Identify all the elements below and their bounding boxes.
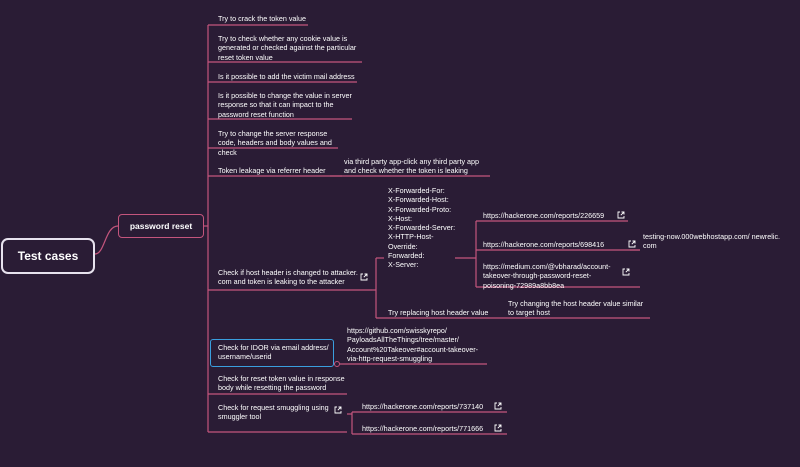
topic-crack-token[interactable]: Try to crack the token value (218, 14, 307, 23)
root-label: Test cases (17, 249, 79, 263)
header-x-forwarded-for: X-Forwarded-For: (388, 186, 445, 195)
external-link-icon[interactable] (494, 402, 502, 410)
header-x-server: X-Server: (388, 260, 419, 270)
topic-cookie-value[interactable]: Try to check whether any cookie value is… (218, 34, 357, 62)
referrer-third-party[interactable]: via third party app-click any third part… (344, 157, 480, 176)
header-x-http-host-override: X-HTTP-Host-Override: (388, 232, 434, 251)
topic-host-header[interactable]: Check if host header is changed to attac… (218, 268, 358, 287)
topic-referrer-leakage[interactable]: Token leakage via referrer header (218, 166, 326, 175)
replace-host-header[interactable]: Try replacing host header value (388, 308, 489, 317)
topic-idor[interactable]: Check for IDOR via email address/ userna… (218, 343, 329, 362)
report-note-webhost[interactable]: testing-now.000webhostapp.com/ newrelic.… (643, 232, 781, 251)
root-node[interactable]: Test cases (1, 238, 95, 274)
external-link-icon[interactable] (334, 406, 342, 414)
topic-request-smuggling[interactable]: Check for request smuggling using smuggl… (218, 403, 329, 422)
header-x-forwarded-proto: X-Forwarded-Proto: (388, 204, 452, 214)
external-link-icon[interactable] (617, 211, 625, 219)
branch-password-reset[interactable]: password reset (118, 214, 204, 238)
report-link-737140[interactable]: https://hackerone.com/reports/737140 (362, 402, 484, 411)
header-forwarded: Forwarded: (388, 251, 425, 261)
report-link-698416[interactable]: https://hackerone.com/reports/698416 (483, 240, 605, 249)
header-x-host: X-Host: (388, 213, 412, 223)
branch-label: password reset (129, 221, 193, 231)
topic-victim-mail[interactable]: Is it possible to add the victim mail ad… (218, 72, 355, 81)
topic-server-response[interactable]: Is it possible to change the value in se… (218, 91, 352, 119)
selected-node-outline (210, 339, 334, 367)
external-link-icon[interactable] (494, 424, 502, 432)
topic-token-in-response[interactable]: Check for reset token value in response … (218, 374, 345, 393)
header-x-forwarded-server: X-Forwarded-Server: (388, 223, 456, 233)
host-header-list[interactable]: X-Forwarded-For: X-Forwarded-Host: X-For… (388, 186, 456, 270)
idor-smuggling-link[interactable]: https://github.com/swisskyrepo/ Payloads… (347, 326, 479, 363)
external-link-icon[interactable] (360, 273, 368, 281)
external-link-icon[interactable] (622, 268, 630, 276)
header-x-forwarded-host: X-Forwarded-Host: (388, 195, 449, 205)
replace-host-similar[interactable]: Try changing the host header value simil… (508, 299, 644, 318)
topic-response-code[interactable]: Try to change the server response code, … (218, 129, 332, 157)
report-link-226659[interactable]: https://hackerone.com/reports/226659 (483, 211, 605, 220)
report-link-771666[interactable]: https://hackerone.com/reports/771666 (362, 424, 484, 433)
external-link-icon[interactable] (628, 240, 636, 248)
report-link-medium[interactable]: https://medium.com/@vbharad/account-take… (483, 262, 611, 290)
